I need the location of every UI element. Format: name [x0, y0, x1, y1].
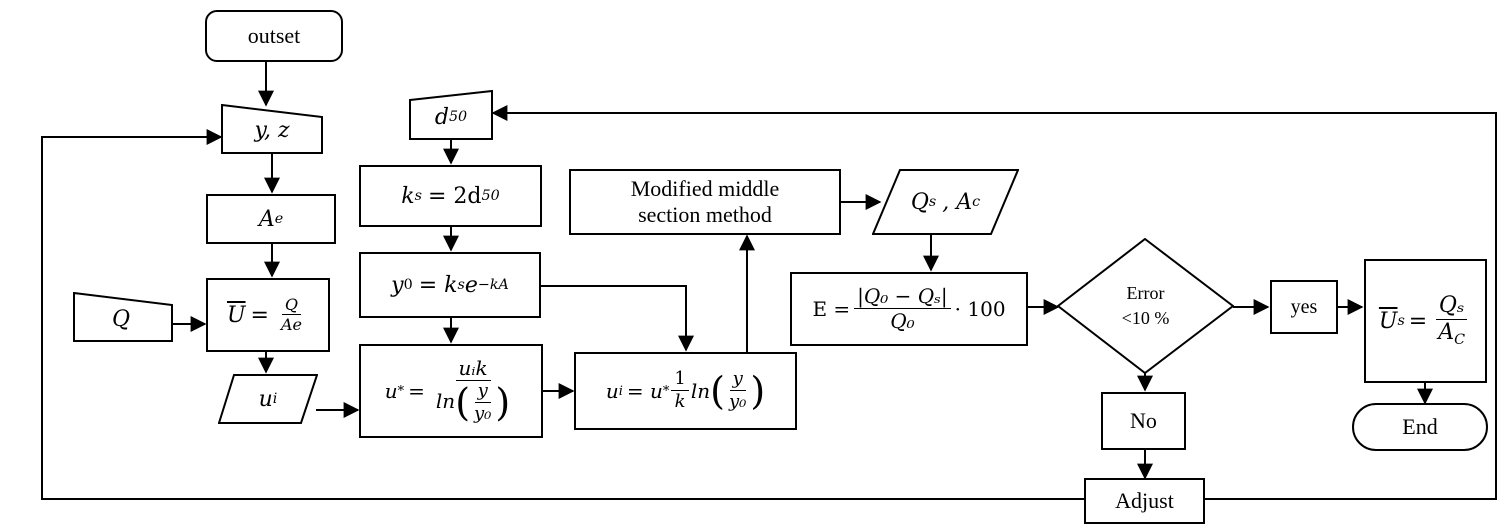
end-terminator: End — [1352, 403, 1488, 451]
ustar-den-y0: y₀ — [474, 403, 492, 425]
ae-sub: e — [274, 211, 284, 227]
input-yz: y, z — [221, 104, 323, 154]
modified-line-1: Modified middle — [630, 175, 780, 201]
ui-frac-num: 1 — [671, 369, 689, 392]
ustar-den-ln: ln — [435, 389, 456, 414]
y0-e: e — [464, 272, 478, 298]
output-qs-sub: s — [928, 194, 937, 210]
e-num: |Q₀ − Qₛ| — [854, 285, 951, 309]
ustar-lhs-sub: * — [397, 383, 405, 399]
ustar-eq: = — [408, 379, 425, 403]
decision-line-1: Error — [1126, 282, 1165, 303]
us-lhs-sub: s — [1397, 313, 1405, 329]
ui-star-sub: * — [662, 383, 670, 399]
us-num: Qₛ — [1435, 293, 1468, 320]
yes-label: yes — [1290, 295, 1318, 318]
error-formula-box: E = |Q₀ − Qₛ| Q₀ · 100 — [790, 272, 1028, 346]
start-label: outset — [247, 23, 301, 48]
ubar-box: U = Q Ae — [206, 278, 330, 352]
ui-y: y — [729, 369, 746, 392]
ubar-lhs: U — [226, 302, 246, 328]
y0-ks-sub: s — [457, 277, 465, 293]
no-box: No — [1101, 392, 1186, 450]
start-terminator: outset — [205, 10, 343, 62]
arrow-y0-to-ui — [541, 285, 694, 352]
us-den: A — [1438, 319, 1455, 345]
input-d50-label: d — [434, 104, 449, 130]
ui-frac-den: k — [674, 391, 686, 413]
output-ui-label: u — [258, 386, 273, 412]
y0-exp: −kA — [477, 277, 509, 293]
ui-eq: = u — [626, 379, 663, 403]
error-decision: Error <10 % — [1057, 238, 1234, 374]
input-yz-label: y, z — [254, 117, 290, 143]
adjust-box: Adjust — [1084, 478, 1205, 524]
output-ac-sub: c — [972, 194, 981, 210]
output-ui-sub: i — [272, 391, 278, 407]
output-ac: , A — [942, 189, 973, 215]
ustar-lhs: u — [384, 379, 398, 403]
adjust-label: Adjust — [1115, 488, 1174, 513]
ks-rhs-sub: 50 — [481, 188, 500, 204]
ae-label: A — [258, 206, 275, 232]
end-label: End — [1402, 414, 1438, 439]
input-q-label: Q — [111, 306, 131, 332]
us-lhs: U — [1378, 308, 1398, 334]
ui-ln: ln — [690, 379, 711, 403]
output-qs: Q — [910, 189, 929, 215]
y0-lhs: y — [391, 272, 404, 298]
e-lhs: E = — [812, 297, 851, 321]
ks-lhs: k — [401, 183, 415, 209]
y0-eq: = k — [418, 272, 458, 298]
arrow-adjust-to-yz — [41, 129, 1084, 500]
modified-method-box: Modified middle section method — [569, 169, 841, 235]
ks-lhs-sub: s — [414, 188, 422, 204]
e-den: Q₀ — [890, 309, 915, 333]
decision-line-2: <10 % — [1121, 308, 1170, 328]
y0-lhs-sub: 0 — [403, 277, 413, 293]
ks-rhs: = 2d — [427, 183, 482, 209]
ubar-num: Q — [281, 295, 302, 316]
ubar-den: Ae — [280, 315, 302, 335]
ustar-den-y: y — [474, 381, 491, 404]
ui-lhs: u — [605, 379, 619, 403]
arrow-adjust-to-d50 — [491, 105, 1497, 500]
modified-line-2: section method — [638, 202, 772, 227]
input-q: Q — [73, 292, 173, 342]
no-label: No — [1130, 408, 1157, 433]
ui-y0: y₀ — [728, 391, 747, 413]
us-den-sub: C — [1454, 331, 1466, 348]
us-eq: = — [1408, 308, 1428, 334]
ubar-eq: = — [250, 302, 269, 328]
input-d50-sub: 50 — [448, 109, 468, 125]
ui-lhs-sub: i — [618, 383, 623, 399]
e-tail: · 100 — [954, 297, 1006, 321]
ustar-num: uᵢk — [455, 357, 491, 382]
yes-box: yes — [1270, 280, 1338, 334]
